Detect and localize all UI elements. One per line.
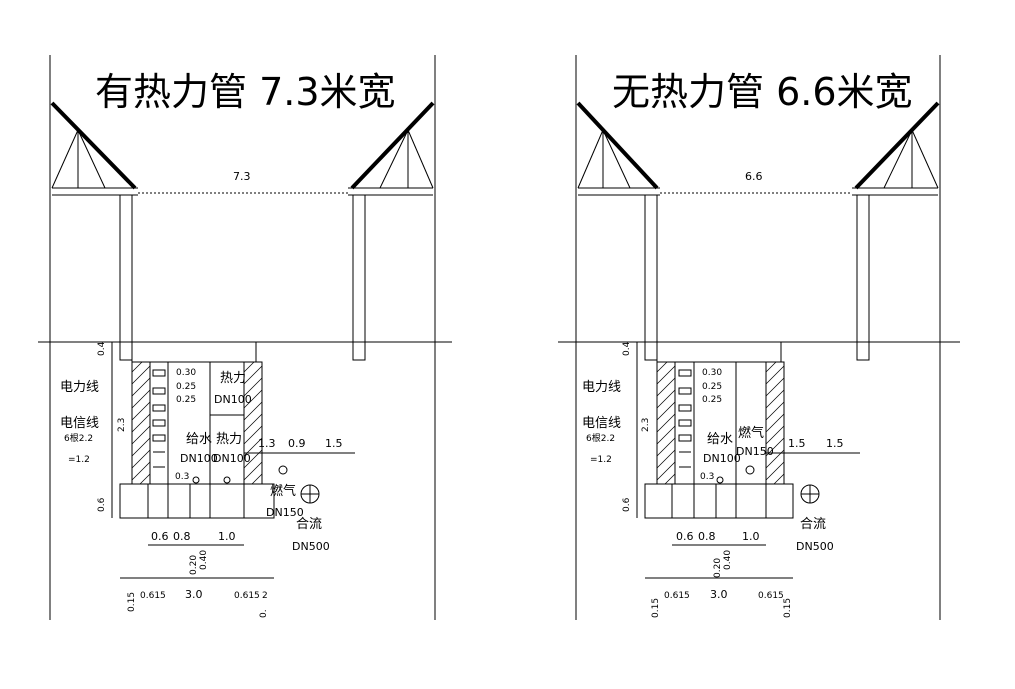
right-row-2: 0.25 xyxy=(702,382,722,392)
right-cable-trays xyxy=(678,369,692,468)
left-gas-label: 燃气 xyxy=(270,483,296,499)
right-sewer-label: 合流 xyxy=(800,517,826,532)
right-gas-label: 燃气 xyxy=(738,425,764,441)
right-right-dim-1: 1.5 xyxy=(788,437,806,450)
left-overall-1: 0.15 xyxy=(127,592,137,612)
left-right-dim-2: 0.9 xyxy=(288,437,306,450)
left-telecom-spec2: =1.2 xyxy=(68,455,90,465)
left-truss-right xyxy=(348,101,435,196)
right-gas-dn: DN150 xyxy=(736,445,774,458)
left-heat-top-dn: DN100 xyxy=(214,393,252,406)
left-overall-4: 0.615 xyxy=(234,591,260,601)
right-overall-1: 0.15 xyxy=(651,598,661,618)
left-wall-right-hatch xyxy=(243,361,263,485)
right-sewer-dn: DN500 xyxy=(796,540,834,553)
left-overall-2: 0.615 xyxy=(140,591,166,601)
right-title: 无热力管 6.6米宽 xyxy=(612,70,913,114)
left-column-left xyxy=(119,194,133,361)
left-cable-trays xyxy=(152,369,166,468)
right-section: 无热力管 6.6米宽 6.6 xyxy=(558,55,960,620)
left-sewer-pipe-icon xyxy=(300,484,320,504)
right-telecom-spec2: =1.2 xyxy=(590,455,612,465)
left-wall-left-hatch xyxy=(131,361,151,485)
left-right-dim-3: 1.5 xyxy=(325,437,343,450)
right-bottom-row-1: 0.6 xyxy=(676,530,694,543)
right-bottom-h: 0.6 xyxy=(622,497,632,512)
right-water-pipe-icon xyxy=(716,476,724,484)
right-right-dim-2: 1.5 xyxy=(826,437,844,450)
right-small-dim: 0.3 xyxy=(700,472,714,482)
left-column-right xyxy=(352,194,366,361)
right-overall-3: 3.0 xyxy=(710,588,728,601)
left-gas-dn: DN150 xyxy=(266,506,304,519)
left-row-1: 0.30 xyxy=(176,368,196,378)
right-bottom-row-3: 1.0 xyxy=(742,530,760,543)
right-vert-a: 0.20 xyxy=(713,558,723,578)
left-vert-a: 0.20 xyxy=(189,555,199,575)
right-sewer-pipe-icon xyxy=(800,484,820,504)
left-mid-h: 2.3 xyxy=(117,418,127,432)
right-wall-right-hatch xyxy=(765,361,785,485)
right-overall-2: 0.615 xyxy=(664,591,690,601)
left-heat-pipe-icon xyxy=(223,476,231,484)
right-telecom-spec1: 6根2.2 xyxy=(586,432,615,444)
left-bottom-row-1: 0.6 xyxy=(151,530,169,543)
right-column-left xyxy=(644,194,658,361)
right-overall-5: 0.15 xyxy=(783,598,793,618)
right-power-label: 电力线 xyxy=(582,380,621,395)
left-width-label: 7.3 xyxy=(233,170,251,183)
right-truss-right xyxy=(852,101,940,196)
left-water-label: 给水 xyxy=(186,432,212,447)
right-mid-h: 2.3 xyxy=(641,418,651,432)
left-gas-pipe-icon xyxy=(278,465,288,475)
left-bottom-row-3: 1.0 xyxy=(218,530,236,543)
right-telecom-label: 电信线 xyxy=(582,416,621,431)
right-column-right xyxy=(856,194,870,361)
right-bottom-slab xyxy=(644,483,794,519)
left-water-dn: DN100 xyxy=(180,452,218,465)
left-section: 有热力管 7.3米宽 7.3 xyxy=(38,55,452,620)
left-vert-b: 0.40 xyxy=(199,550,209,570)
right-gas-pipe-icon xyxy=(745,465,755,475)
left-row-2: 0.25 xyxy=(176,382,196,392)
left-water-pipe-icon xyxy=(192,476,200,484)
left-overall-5: 2 xyxy=(262,591,268,601)
left-right-dim-1: 1.3 xyxy=(258,437,276,450)
left-top-slab xyxy=(131,341,257,363)
left-bottom-h: 0.6 xyxy=(97,497,107,512)
right-vert-b: 0.40 xyxy=(723,550,733,570)
left-heat-bottom-label: 热力 xyxy=(216,432,242,447)
left-heat-bottom-dn: DN100 xyxy=(213,452,251,465)
left-row-3: 0.25 xyxy=(176,395,196,405)
left-truss-left xyxy=(50,101,138,196)
left-top-h: 0.4 xyxy=(97,341,107,356)
right-water-label: 给水 xyxy=(707,432,733,447)
right-water-dn: DN100 xyxy=(703,452,741,465)
right-top-slab xyxy=(656,341,782,363)
left-sewer-dn: DN500 xyxy=(292,540,330,553)
left-bottom-slab xyxy=(119,483,275,519)
right-top-h: 0.4 xyxy=(622,341,632,356)
right-width-label: 6.6 xyxy=(745,170,763,183)
left-power-label: 电力线 xyxy=(60,380,99,395)
left-heat-top-label: 热力 xyxy=(220,371,246,386)
right-wall-left-hatch xyxy=(656,361,676,485)
left-telecom-label: 电信线 xyxy=(60,416,99,431)
right-row-1: 0.30 xyxy=(702,368,722,378)
left-bottom-row-2: 0.8 xyxy=(173,530,191,543)
left-telecom-spec1: 6根2.2 xyxy=(64,432,93,444)
left-overall-6: 0. xyxy=(259,609,269,618)
left-title: 有热力管 7.3米宽 xyxy=(95,70,396,114)
left-overall-3: 3.0 xyxy=(185,588,203,601)
right-truss-left xyxy=(576,101,660,196)
left-small-dim: 0.3 xyxy=(175,472,189,482)
right-row-3: 0.25 xyxy=(702,395,722,405)
left-sewer-label: 合流 xyxy=(296,517,322,532)
right-bottom-row-2: 0.8 xyxy=(698,530,716,543)
right-overall-4: 0.615 xyxy=(758,591,784,601)
